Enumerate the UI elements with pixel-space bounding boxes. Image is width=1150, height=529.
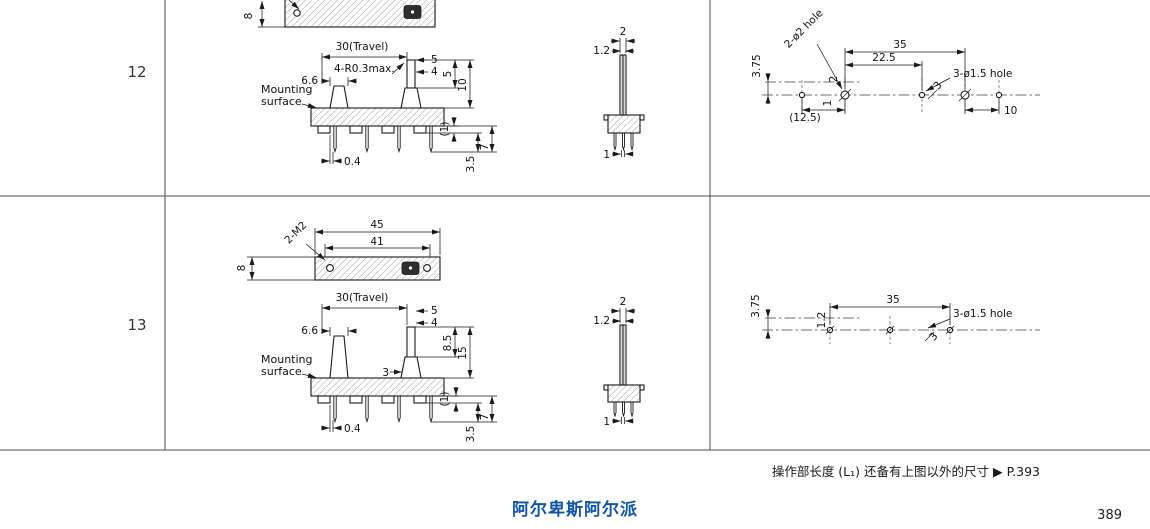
mounting-surface-label-1: Mounting (261, 353, 313, 366)
dim-3-75: 3.75 (751, 54, 763, 77)
dim-22-5: 22.5 (872, 52, 895, 64)
dim-12-5: (12.5) (789, 112, 821, 124)
dim-7: 7 (479, 414, 491, 421)
dim-3-5: 3.5 (465, 426, 477, 443)
dim-4: 4 (431, 66, 438, 78)
row-12-label: 12 (127, 63, 147, 81)
dim-5-side: 5 (442, 71, 454, 78)
label-3-holes: 3-ø1.5 hole (953, 308, 1012, 320)
dim-1-2: 1.2 (593, 315, 610, 327)
brand-name: 阿尔卑斯阿尔派 (512, 500, 638, 520)
dim-1-offset: 1 (822, 100, 834, 107)
page-number: 389 (1097, 508, 1122, 523)
dim-1: 1 (603, 416, 610, 428)
row13-hole-layout: 3.75 35 1.2 3-ø1.5 hole 3 (750, 294, 1040, 344)
technical-drawings: 8 30(Travel) 4-R0.3max. 5 4 (0, 0, 1150, 451)
dim-3-75: 3.75 (750, 294, 762, 317)
row13-front-view: 30(Travel) 5 4 6.6 Mounting surface 3 (261, 292, 497, 442)
dim-10: 10 (1004, 105, 1017, 117)
row12-front-view: 30(Travel) 4-R0.3max. 5 4 6.6 Mounting s… (261, 41, 497, 172)
dim-travel: 30(Travel) (336, 292, 389, 304)
dim-8-5: 8.5 (442, 335, 454, 352)
dim-2-offset: 2 (828, 76, 840, 83)
row12-section-view: 2 1.2 1 (593, 26, 645, 161)
row13-side-view: 45 41 2-M2 8 (236, 219, 441, 281)
row-13-label: 13 (127, 316, 147, 334)
dim-8: 8 (243, 13, 255, 20)
dim-6-6: 6.6 (301, 75, 318, 87)
mounting-surface-label-1: Mounting (261, 83, 313, 96)
dim-4: 4 (431, 317, 438, 329)
dim-0-4: 0.4 (344, 156, 361, 168)
dim-1-2: 1.2 (593, 45, 610, 57)
dim-1-paren: (1) (439, 122, 451, 137)
dim-2: 2 (620, 26, 627, 38)
dim-travel: 30(Travel) (336, 41, 389, 53)
dim-35: 35 (886, 294, 899, 306)
row12-hole-layout: 2-ø2 hole 3.75 35 22.5 2 1 3-ø1.5 hole 3… (751, 7, 1040, 124)
dim-3-offset: 3 (927, 330, 940, 343)
dim-10: 10 (457, 78, 469, 91)
dim-1-paren: (1) (439, 392, 451, 407)
radius-note: 4-R0.3max. (334, 63, 395, 75)
dim-3-5: 3.5 (465, 156, 477, 173)
dim-1: 1 (603, 149, 610, 161)
dim-35: 35 (893, 39, 906, 51)
dim-15: 15 (457, 346, 469, 359)
mounting-surface-label-2: surface (261, 365, 302, 378)
row13-section-view: 2 1.2 1 (593, 296, 645, 428)
dim-3: 3 (382, 367, 389, 379)
dim-7: 7 (479, 144, 491, 151)
dim-8: 8 (236, 265, 248, 272)
footer-note: 操作部长度 (L₁) 还备有上图以外的尺寸 ▶ P.393 (771, 464, 1040, 479)
dim-41: 41 (370, 236, 383, 248)
row-13-drawings: 45 41 2-M2 8 30(Travel) (236, 219, 1040, 442)
dim-2: 2 (620, 296, 627, 308)
table-grid (0, 0, 1150, 451)
dim-45: 45 (370, 219, 383, 231)
dim-1-2-offset: 1.2 (816, 312, 828, 329)
row12-side-view: 8 (243, 0, 436, 28)
label-3-holes: 3-ø1.5 hole (953, 68, 1012, 80)
thread-note: 2-M2 (282, 219, 309, 246)
dim-3-offset: 3 (931, 79, 944, 92)
mounting-surface-label-2: surface (261, 95, 302, 108)
dim-6-6: 6.6 (301, 325, 318, 337)
dim-5-top: 5 (431, 305, 438, 317)
row-12-drawings: 8 30(Travel) 4-R0.3max. 5 4 (243, 0, 1040, 172)
label-2-holes: 2-ø2 hole (782, 7, 825, 50)
dim-0-4: 0.4 (344, 423, 361, 435)
